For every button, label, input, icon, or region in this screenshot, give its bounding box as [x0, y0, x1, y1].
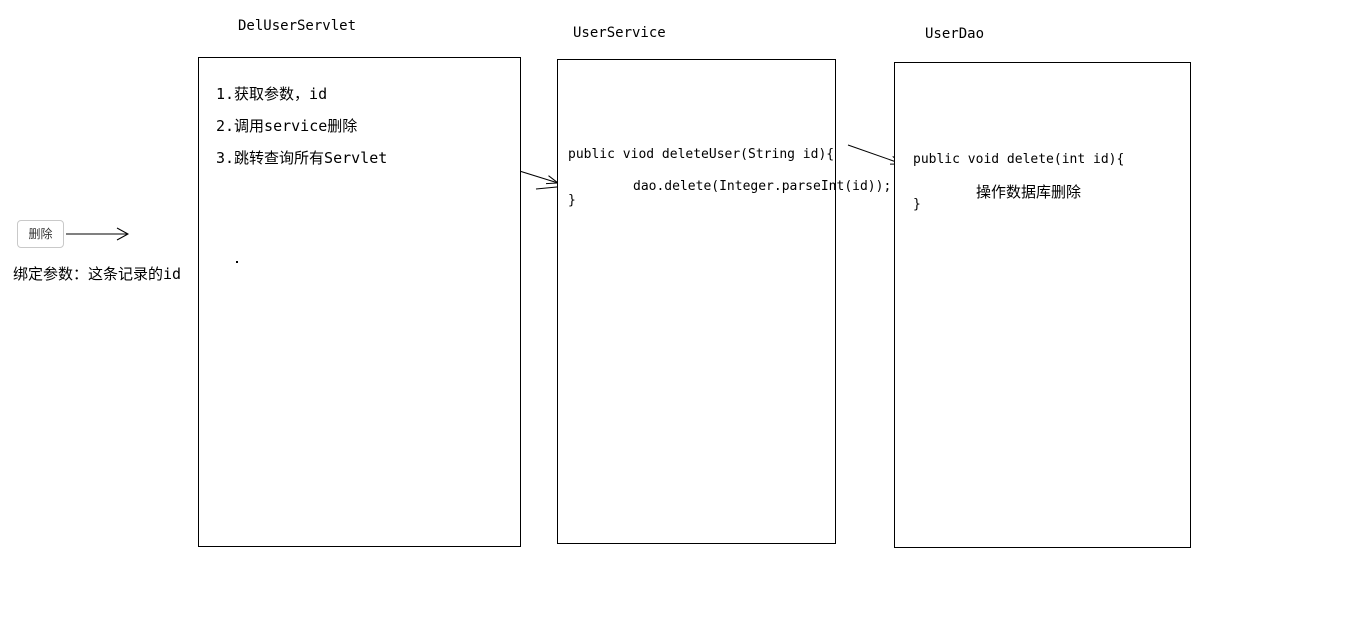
service-code-line-3: }	[568, 193, 576, 208]
servlet-step-1: 1.获取参数，id	[216, 85, 328, 103]
service-box-title: UserService	[573, 25, 666, 41]
servlet-box: 1.获取参数，id 2.调用service删除 3.跳转查询所有Servlet	[198, 57, 521, 547]
dao-box: public void delete(int id){ 操作数据库删除 }	[894, 62, 1191, 548]
servlet-box-title: DelUserServlet	[238, 18, 357, 34]
service-code-line-1: public viod deleteUser(String id){	[568, 147, 835, 162]
service-code-line-2: dao.delete(Integer.parseInt(id));	[633, 179, 892, 194]
dao-box-title: UserDao	[925, 26, 985, 42]
servlet-step-3: 3.跳转查询所有Servlet	[216, 149, 388, 167]
dao-code-line-2: 操作数据库删除	[976, 183, 1082, 201]
dao-code-line-3: }	[913, 197, 921, 212]
dao-code-line-1: public void delete(int id){	[913, 152, 1125, 167]
servlet-step-2: 2.调用service删除	[216, 117, 358, 135]
service-box: public viod deleteUser(String id){ dao.d…	[557, 59, 891, 544]
delete-button[interactable]: 删除	[17, 220, 64, 248]
arrow-button-to-servlet	[66, 227, 130, 241]
bind-parameter-caption: 绑定参数：这条记录的id	[13, 265, 182, 283]
stray-dot	[236, 261, 238, 263]
